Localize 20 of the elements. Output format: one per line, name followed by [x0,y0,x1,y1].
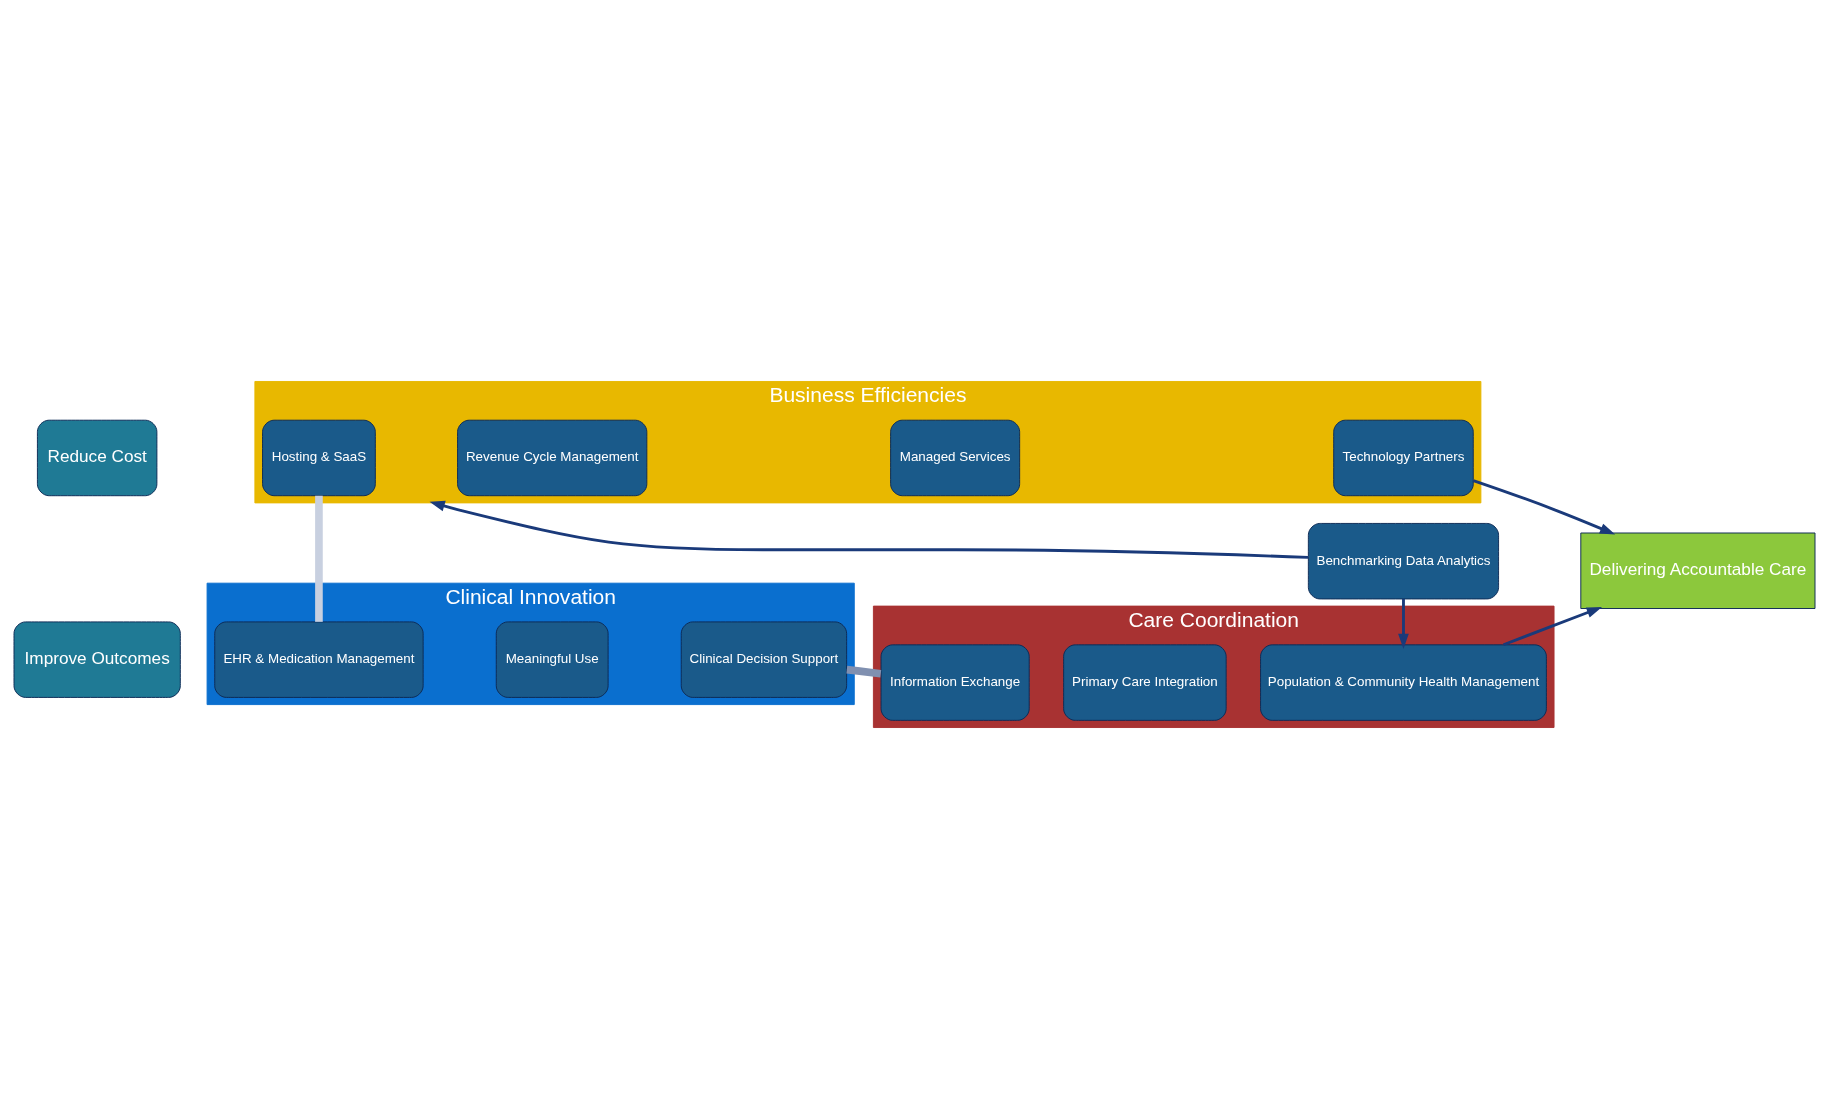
arrow [1472,478,1616,535]
node-box: Revenue Cycle Management [457,419,648,496]
arrow [1502,606,1603,646]
node-box: Benchmarking Data Analytics [1307,522,1500,599]
node-box: Managed Services [890,419,1021,496]
arrow [1398,598,1409,649]
node-box: Primary Care Integration [1063,643,1227,721]
node-box: Hosting & SaaS [262,419,376,496]
node-box: Delivering Accountable Care [1580,532,1816,609]
connector [315,495,323,622]
connector [846,665,882,677]
node-box: Improve Outcomes [13,620,181,698]
node-box: Reduce Cost [36,419,158,496]
node-box: Meaningful Use [495,620,609,698]
node-box: Technology Partners [1333,419,1474,496]
node-box: Information Exchange [880,643,1030,721]
arrow [429,500,1309,559]
node-box: EHR & Medication Management [214,620,424,698]
node-box: Clinical Decision Support [680,620,848,698]
node-box: Population & Community Health Management [1260,643,1547,721]
